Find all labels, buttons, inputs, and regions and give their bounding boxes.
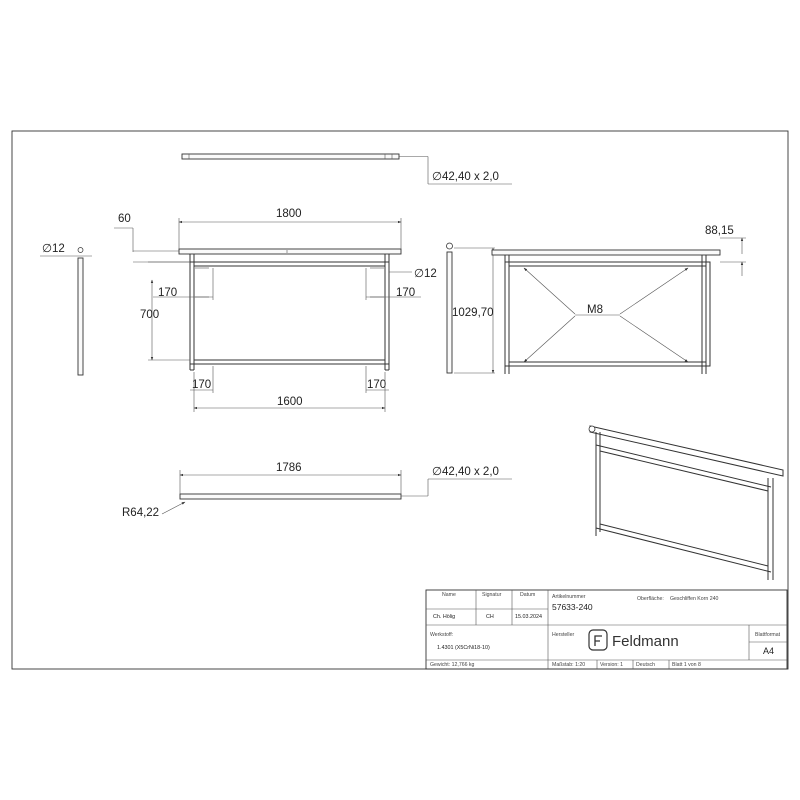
offset-right-label: 88,15	[705, 225, 734, 237]
tb-sheet-format-label: Blattformat	[755, 632, 781, 638]
tb-name-label: Name	[442, 592, 456, 598]
tb-scale: Maßstab: 1:20	[552, 662, 585, 668]
tb-material-value: 1.4301 (X5CrNi18-10)	[437, 645, 490, 651]
top-tube-view: ∅42,40 x 2,0	[181, 153, 512, 185]
pin-diameter-right-label: ∅12	[414, 268, 437, 280]
inner-offset-bottom-left-label: 170	[192, 379, 211, 391]
feldmann-logo: Feldmann	[588, 629, 679, 651]
top-tube-spec-label: ∅42,40 x 2,0	[432, 171, 499, 183]
tb-date-label: Datum	[520, 592, 535, 598]
tb-material-label: Werkstoff:	[430, 632, 453, 638]
isometric-view	[588, 425, 784, 580]
tb-article-label: Artikelnummer	[552, 594, 586, 600]
inner-offset-bottom-right-label: 170	[367, 379, 386, 391]
pin-detail: ∅12	[40, 243, 92, 376]
thread-label: M8	[587, 304, 603, 316]
tb-date-value: 15.03.2024	[515, 614, 542, 620]
rear-view: M8 88,15	[491, 225, 746, 374]
tb-name-value: Ch. Hölig	[433, 614, 455, 620]
tb-article-number: 57633-240	[552, 602, 593, 612]
tb-signature-value: CH	[486, 614, 494, 620]
bottom-tube-length-label: 1786	[276, 462, 302, 474]
title-block: Name Signatur Datum Ch. Hölig CH 15.03.2…	[425, 589, 788, 670]
tb-sheet-format-value: A4	[763, 646, 774, 656]
drawing-border	[11, 130, 789, 670]
total-height-label: 1029,70	[452, 307, 494, 319]
pin-diameter-left-label: ∅12	[42, 243, 65, 255]
tb-version: Version: 1	[600, 662, 623, 668]
overall-length-label: 1800	[276, 208, 302, 220]
side-view: 1029,70	[446, 242, 495, 374]
front-view: 1800 60 170 170 ∅12 700 170 170 1600	[114, 208, 437, 412]
bottom-tube-spec-label: ∅42,40 x 2,0	[432, 466, 499, 478]
tb-sheet: Blatt 1 von 8	[672, 662, 701, 668]
tb-surface-value: Geschliffen Korn 240	[670, 596, 718, 602]
tb-surface-label: Oberfläche:	[637, 596, 664, 602]
logo-text: Feldmann	[612, 633, 679, 650]
tb-manufacturer-label: Hersteller	[552, 632, 574, 638]
tb-signature-label: Signatur	[482, 592, 502, 598]
inner-offset-top-right-label: 170	[396, 287, 415, 299]
frame-width-label: 1600	[277, 396, 303, 408]
inner-offset-top-left-label: 170	[158, 287, 177, 299]
tb-language: Deutsch	[636, 662, 655, 668]
bend-radius-label: R64,22	[122, 507, 159, 519]
tb-weight: Gewicht: 12,766 kg	[430, 662, 475, 668]
frame-height-label: 700	[140, 309, 159, 321]
bottom-tube-view: 1786 ∅42,40 x 2,0 R64,22	[122, 462, 512, 519]
overhang-label: 60	[118, 213, 131, 225]
